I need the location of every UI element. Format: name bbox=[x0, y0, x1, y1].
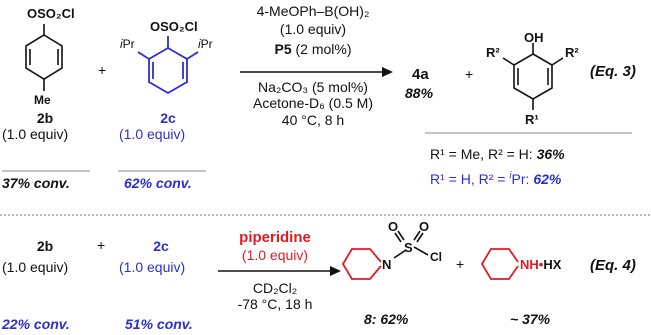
product-4a-label: 4a bbox=[412, 66, 429, 83]
2c-ipr-right: iPr bbox=[198, 37, 213, 51]
2c-ipr-left: iPr bbox=[120, 37, 135, 51]
eq4-label: (Eq. 4) bbox=[590, 257, 636, 274]
2b-methyl-label: Me bbox=[34, 93, 51, 107]
salt-yield: ~ 37% bbox=[510, 311, 551, 327]
eq4-reagent: piperidine bbox=[239, 229, 311, 246]
eq4-2c-label: 2c bbox=[153, 238, 169, 254]
eq3-plus-2: + bbox=[465, 66, 474, 82]
eq4-2b-conversion: 22% conv. bbox=[2, 316, 70, 332]
structure-piperidinium bbox=[480, 248, 519, 280]
product-8-yield: 8: 62% bbox=[364, 311, 409, 327]
structure-product-8 bbox=[341, 230, 429, 280]
2b-equiv: (1.0 equiv) bbox=[2, 126, 69, 142]
eq4-2c-conversion: 51% conv. bbox=[125, 316, 193, 332]
2c-conversion: 62% conv. bbox=[124, 175, 192, 191]
eq3-catalyst: P5 (2 mol%) bbox=[274, 41, 352, 57]
eq3-solvent: Acetone-D₆ (0.5 M) bbox=[252, 95, 374, 111]
eq4-2c-equiv: (1.0 equiv) bbox=[119, 259, 186, 275]
eq4-2b-equiv: (1.0 equiv) bbox=[2, 259, 69, 275]
2c-label: 2c bbox=[160, 110, 176, 126]
phenol-r2-right: R² bbox=[565, 45, 579, 60]
eq4-2b-label: 2b bbox=[36, 238, 54, 254]
phenol-r1: R¹ bbox=[525, 112, 539, 127]
product-4a-yield: 88% bbox=[405, 85, 434, 101]
phenol-r2-left: R² bbox=[486, 45, 500, 60]
2c-oso2cl-label: OSO₂Cl bbox=[150, 19, 198, 34]
2b-label: 2b bbox=[36, 110, 54, 126]
eq3-temp-time: 40 °C, 8 h bbox=[281, 112, 345, 128]
product-8-s: S bbox=[404, 240, 413, 255]
eq4-solvent: CD₂Cl₂ bbox=[252, 280, 298, 296]
eq3-reagent: 4-MeOPh–B(OH)₂ bbox=[256, 3, 370, 19]
product-8-cl: Cl bbox=[430, 250, 442, 264]
eq4-plus-2: + bbox=[456, 256, 465, 272]
arrow-eq3 bbox=[240, 67, 393, 77]
2c-equiv: (1.0 equiv) bbox=[119, 126, 186, 142]
eq4-plus: + bbox=[97, 237, 106, 253]
2b-oso2cl-label: OSO₂Cl bbox=[27, 6, 75, 21]
2b-conversion: 37% conv. bbox=[2, 175, 70, 191]
eq3-label: (Eq. 3) bbox=[590, 63, 636, 80]
eq4-reagent-equiv: (1.0 equiv) bbox=[241, 247, 309, 263]
structure-phenol bbox=[502, 43, 564, 110]
eq4-temp-time: -78 °C, 18 h bbox=[237, 296, 313, 312]
result-2: R¹ = H, R² = iPr: 62% bbox=[430, 170, 562, 187]
product-8-o-left: O bbox=[388, 219, 399, 234]
arrow-eq4 bbox=[218, 266, 341, 276]
eq3-plus: + bbox=[98, 62, 107, 78]
product-8-n: N bbox=[382, 257, 392, 272]
result-1: R¹ = Me, R² = H: 36% bbox=[430, 146, 565, 162]
eq3-reagent-equiv: (1.0 equiv) bbox=[279, 21, 347, 37]
phenol-oh: OH bbox=[524, 30, 544, 45]
eq3-base: Na₂CO₃ (5 mol%) bbox=[258, 79, 368, 95]
salt-label: NH•HX bbox=[520, 257, 562, 272]
product-8-o-right: O bbox=[419, 219, 430, 234]
structure-2b bbox=[25, 24, 63, 91]
structure-2c bbox=[137, 36, 199, 95]
